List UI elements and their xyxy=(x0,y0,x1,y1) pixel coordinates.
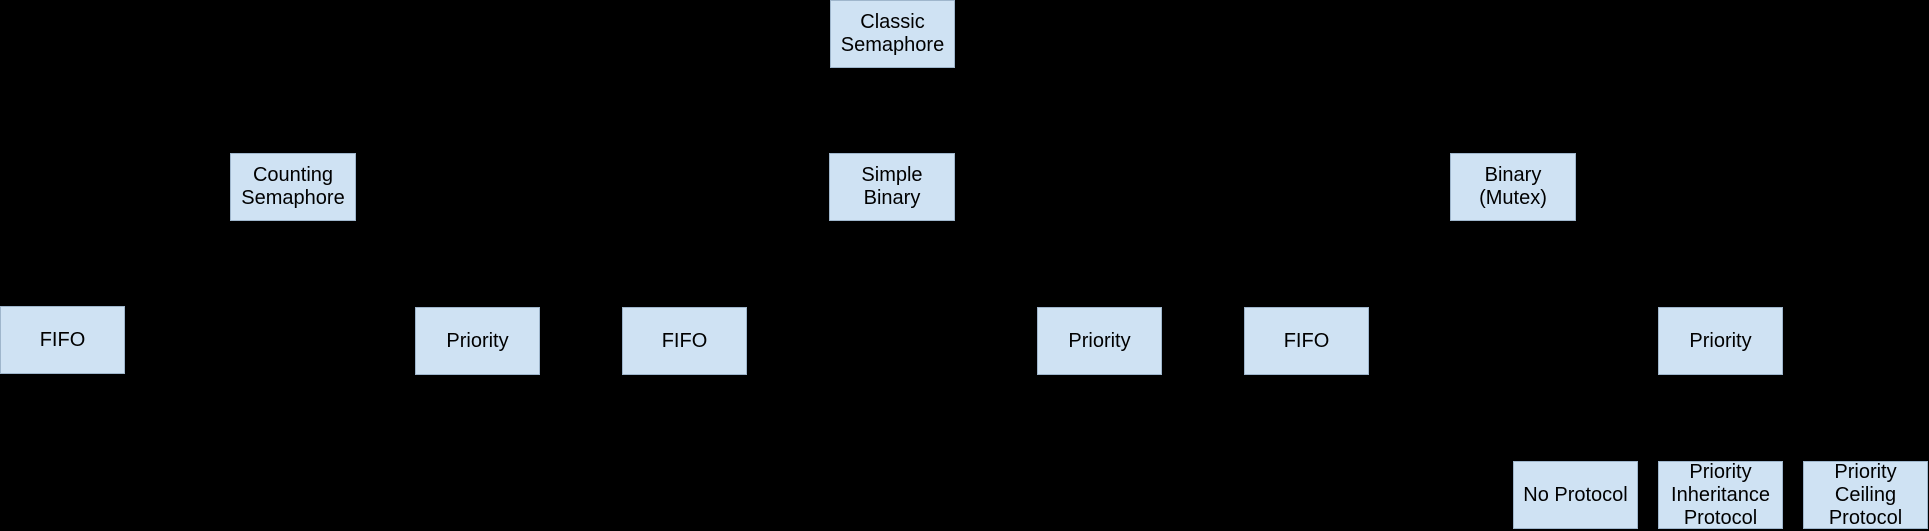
node-classic-semaphore: Classic Semaphore xyxy=(830,0,955,68)
node-simple-binary: Simple Binary xyxy=(829,153,955,221)
node-no-protocol: No Protocol xyxy=(1513,461,1638,529)
node-binary-mutex: Binary (Mutex) xyxy=(1450,153,1576,221)
node-priority-inheritance-protocol: Priority Inheritance Protocol xyxy=(1658,461,1783,529)
node-priority-under-mutex: Priority xyxy=(1658,307,1783,375)
node-fifo-under-counting: FIFO xyxy=(0,306,125,374)
node-counting-semaphore: Counting Semaphore xyxy=(230,153,356,221)
node-priority-under-simple-binary: Priority xyxy=(1037,307,1162,375)
node-fifo-under-mutex: FIFO xyxy=(1244,307,1369,375)
node-priority-ceiling-protocol: Priority Ceiling Protocol xyxy=(1803,461,1928,529)
node-fifo-under-simple-binary: FIFO xyxy=(622,307,747,375)
node-priority-under-counting: Priority xyxy=(415,307,540,375)
